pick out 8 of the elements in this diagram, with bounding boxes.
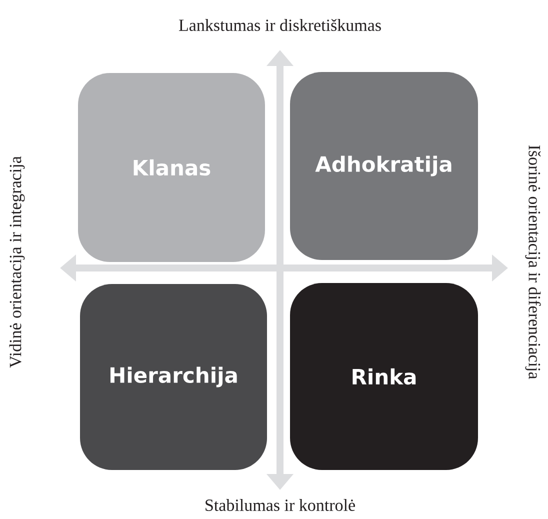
axis-label: Išorinė orientacija ir diferenciacija <box>525 145 541 380</box>
axis-label: Vidinė orientacija ir integracija <box>9 156 25 368</box>
axis-label: Lankstumas ir diskretiškumas <box>178 19 381 31</box>
quadrant-box: Klanas <box>78 73 265 262</box>
axis-label: Stabilumas ir kontrolė <box>206 499 355 511</box>
quadrant-box: Rinka <box>290 283 478 470</box>
quadrant-box: Adhokratija <box>290 72 478 260</box>
quadrant-box: Hierarchija <box>80 284 267 470</box>
